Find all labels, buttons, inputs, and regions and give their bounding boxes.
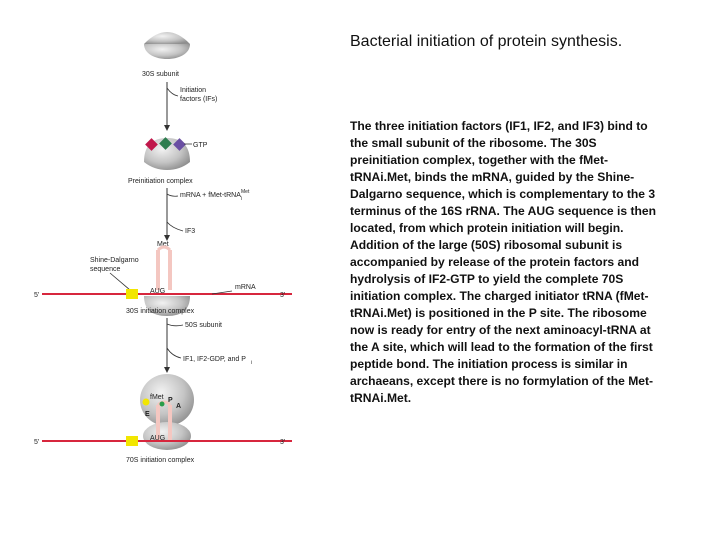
30s-initiation-subunit bbox=[144, 296, 190, 316]
trna-2 bbox=[156, 405, 172, 440]
shine-dalgarno-box-1 bbox=[126, 289, 138, 299]
trna-1 bbox=[156, 250, 172, 290]
fmet-dot bbox=[142, 398, 150, 406]
30s-subunit-shape bbox=[144, 44, 190, 59]
label-if3: IF3 bbox=[185, 228, 195, 235]
label-mrna-fmet-sub: i bbox=[241, 196, 242, 202]
label-preinitiation: Preinitiation complex bbox=[128, 178, 193, 185]
label-e-site: E bbox=[145, 411, 150, 418]
label-aug-1: AUG bbox=[150, 288, 165, 295]
label-mrna: mRNA bbox=[235, 284, 256, 291]
label-initiation-factors-1: Initiation bbox=[180, 87, 206, 94]
label-70s-initiation: 70S initiation complex bbox=[126, 457, 195, 464]
label-aug-2: AUG bbox=[150, 435, 165, 442]
label-50s-subunit: 50S subunit bbox=[185, 322, 222, 329]
label-three-prime-2: 3' bbox=[280, 439, 285, 446]
label-p-site: P bbox=[168, 397, 173, 404]
label-release: IF1, IF2-GDP, and P bbox=[183, 356, 246, 363]
label-met-1: Met bbox=[157, 241, 169, 248]
label-mrna-fmet-sup: Met bbox=[241, 189, 250, 195]
30s-small-subunit bbox=[143, 422, 191, 450]
if3-diamond bbox=[173, 138, 186, 151]
label-fmet: fMet bbox=[150, 394, 164, 401]
label-five-prime-1: 5' bbox=[34, 292, 39, 299]
50s-large-subunit bbox=[140, 374, 194, 426]
label-30s-initiation: 30S initiation complex bbox=[126, 308, 195, 315]
label-shine-dalgarno-1: Shine-Dalgarno bbox=[90, 257, 139, 264]
label-mrna-fmet: mRNA + fMet-tRNA bbox=[180, 192, 241, 199]
label-shine-dalgarno-2: sequence bbox=[90, 266, 120, 273]
label-release-sub: i bbox=[251, 360, 252, 366]
label-three-prime-1: 3' bbox=[280, 292, 285, 299]
shine-dalgarno-box-2 bbox=[126, 436, 138, 446]
label-initiation-factors-2: factors (IFs) bbox=[180, 96, 217, 103]
page-title: Bacterial initiation of protein synthesi… bbox=[350, 33, 623, 50]
label-a-site: A bbox=[176, 403, 181, 410]
if1-diamond bbox=[145, 138, 158, 151]
label-30s-subunit: 30S subunit bbox=[142, 71, 179, 78]
label-five-prime-2: 5' bbox=[34, 439, 39, 446]
if2-diamond bbox=[159, 137, 172, 150]
ribosome-initiation-diagram: 30S subunit Initiation factors (IFs) GTP… bbox=[34, 32, 292, 464]
p-site-dot bbox=[159, 401, 165, 407]
label-gtp: GTP bbox=[193, 142, 208, 149]
description-text: The three initiation factors (IF1, IF2, … bbox=[350, 119, 656, 405]
